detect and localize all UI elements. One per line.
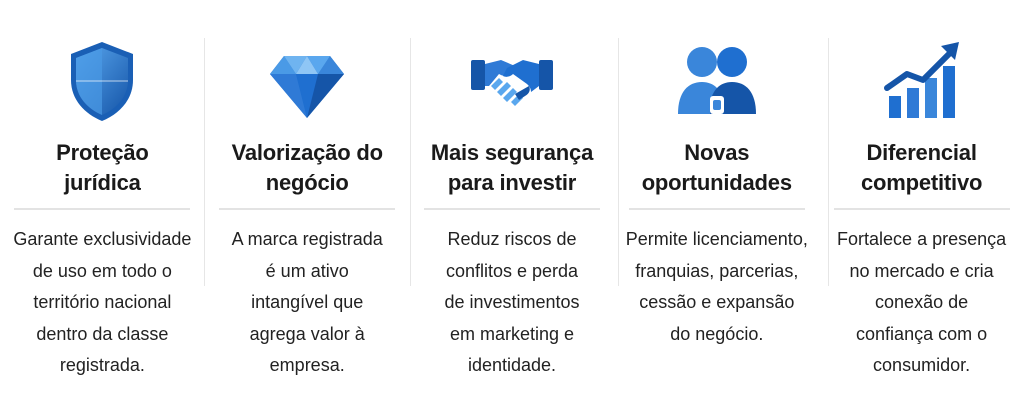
divider bbox=[833, 208, 1010, 210]
feature-title-line: oportunidades bbox=[641, 170, 792, 195]
feature-title: Mais segurança para investir bbox=[431, 138, 593, 202]
description-line: consumidor. bbox=[873, 355, 971, 375]
handshake-icon bbox=[469, 38, 555, 124]
description-line: em marketing e bbox=[449, 323, 575, 344]
column-separator bbox=[828, 38, 829, 286]
feature-title-line: competitivo bbox=[860, 170, 983, 195]
description-line: conflitos e perda bbox=[445, 260, 579, 281]
description-line: no mercado e cria bbox=[849, 260, 994, 281]
description-line: dentro da classe bbox=[36, 323, 169, 344]
feature-card-diferencial: Diferencial competitivo Fortalece a pres… bbox=[819, 0, 1024, 404]
feature-title-line: Mais segurança bbox=[430, 140, 594, 165]
people-icon bbox=[674, 38, 760, 124]
description-line: território nacional bbox=[33, 292, 172, 312]
feature-title-line: para investir bbox=[447, 170, 577, 195]
feature-title: Proteção jurídica bbox=[56, 138, 149, 202]
description-line: de uso em todo o bbox=[32, 260, 172, 281]
shield-icon bbox=[59, 38, 145, 124]
description-line: conexão de bbox=[875, 292, 969, 312]
description-line: registrada. bbox=[59, 355, 145, 375]
diamond-icon bbox=[264, 38, 350, 124]
feature-description: Fortalece a presença no mercado e cria c… bbox=[837, 224, 1006, 382]
description-line: Reduz riscos de bbox=[447, 229, 577, 249]
feature-card-oportunidades: Novas oportunidades Permite licenciament… bbox=[614, 0, 819, 404]
description-line: intangível que bbox=[251, 292, 364, 312]
growth-chart-icon bbox=[879, 38, 965, 124]
feature-description: A marca registrada é um ativo intangível… bbox=[232, 224, 383, 382]
description-line: Permite licenciamento, bbox=[625, 229, 808, 249]
divider bbox=[628, 208, 805, 210]
description-line: Fortalece a presença bbox=[837, 229, 1007, 249]
column-separator bbox=[204, 38, 205, 286]
feature-description: Permite licenciamento, franquias, parcer… bbox=[626, 224, 808, 350]
feature-title-line: Proteção bbox=[56, 140, 149, 165]
description-line: empresa. bbox=[269, 355, 345, 375]
feature-title: Novas oportunidades bbox=[642, 138, 792, 202]
description-line: identidade. bbox=[467, 355, 557, 375]
feature-description: Garante exclusividade de uso em todo o t… bbox=[13, 224, 191, 382]
feature-description: Reduz riscos de conflitos e perda de inv… bbox=[444, 224, 579, 382]
feature-title-line: jurídica bbox=[64, 170, 141, 195]
feature-title-line: Novas bbox=[684, 140, 750, 165]
feature-card-protecao: Proteção jurídica Garante exclusividade … bbox=[0, 0, 205, 404]
description-line: Garante exclusividade bbox=[13, 229, 192, 249]
description-line: agrega valor à bbox=[249, 323, 365, 344]
description-line: A marca registrada bbox=[231, 229, 383, 249]
feature-title-line: Valorização do bbox=[231, 140, 383, 165]
description-line: confiança com o bbox=[856, 323, 988, 344]
column-separator bbox=[618, 38, 619, 286]
description-line: franquias, parcerias, bbox=[635, 260, 799, 281]
description-line: do negócio. bbox=[670, 323, 764, 344]
description-line: é um ativo bbox=[265, 260, 349, 281]
divider bbox=[423, 208, 600, 210]
column-separator bbox=[410, 38, 411, 286]
feature-title-line: negócio bbox=[265, 170, 349, 195]
feature-card-seguranca: Mais segurança para investir Reduz risco… bbox=[410, 0, 615, 404]
divider bbox=[219, 208, 396, 210]
feature-card-valorizacao: Valorização do negócio A marca registrad… bbox=[205, 0, 410, 404]
description-line: de investimentos bbox=[444, 292, 580, 312]
description-line: cessão e expansão bbox=[639, 292, 795, 312]
feature-title-line: Diferencial bbox=[866, 140, 977, 165]
feature-title: Valorização do negócio bbox=[232, 138, 383, 202]
divider bbox=[14, 208, 191, 210]
feature-title: Diferencial competitivo bbox=[861, 138, 982, 202]
